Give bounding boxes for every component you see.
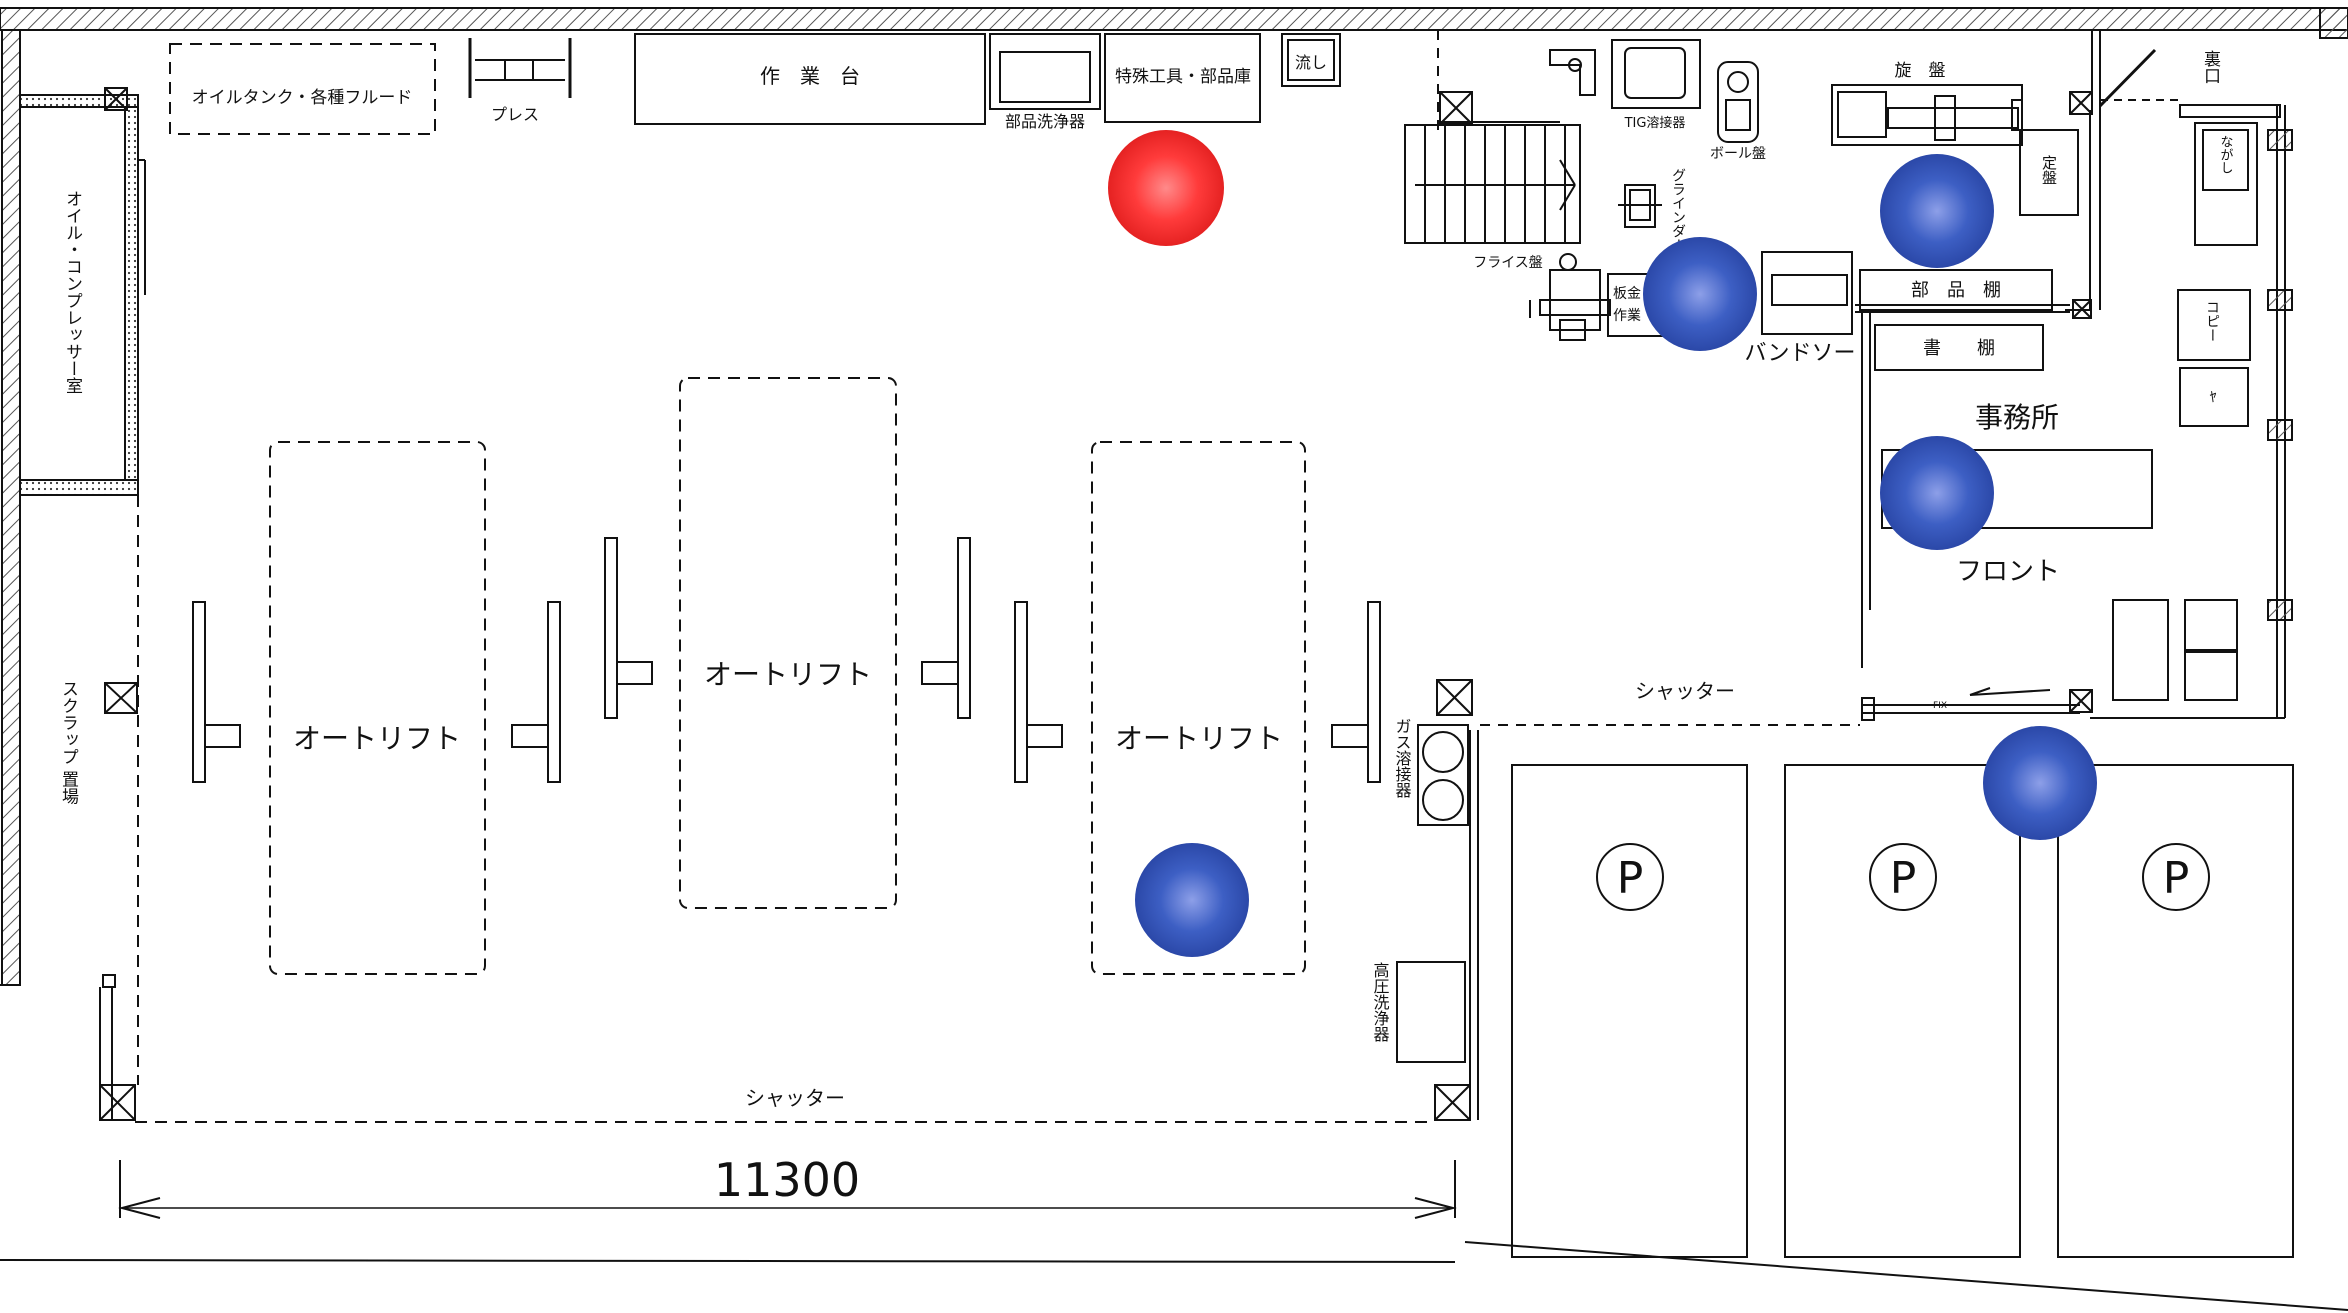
drill-press	[1717, 61, 1759, 143]
left-wall	[1, 29, 21, 986]
parking-space-3	[2057, 764, 2294, 1258]
copy-label: コピー	[2204, 300, 2220, 342]
front-label: フロント	[1956, 557, 2060, 587]
right-wall	[2319, 7, 2348, 39]
marker-lift-3[interactable]	[1135, 843, 1249, 957]
top-wall	[0, 7, 2348, 31]
parts-shelf	[1859, 269, 2053, 311]
marker-special-tools[interactable]	[1108, 130, 1224, 246]
stairs	[1404, 124, 1581, 244]
grinder-label: グラインダー	[1670, 168, 1686, 252]
lift-arms	[192, 537, 1381, 783]
sofa-seat-top	[2184, 599, 2238, 651]
lathe-label: 旋 盤	[1895, 61, 1946, 81]
scrap-area-label: スクラップ 置場	[58, 680, 79, 805]
press-label: プレス	[491, 105, 539, 124]
parking-space-2	[1784, 764, 2021, 1258]
surface-plate	[2019, 129, 2079, 216]
sink	[1281, 33, 1341, 87]
oil-tank-box	[169, 43, 436, 135]
lift-1-label: オートリフト	[293, 722, 461, 755]
marker-parking-entrance[interactable]	[1983, 726, 2097, 840]
parking-space-1	[1511, 764, 1748, 1258]
workbench-label: 作 業 台	[760, 64, 860, 88]
oil-compressor-room-label: オイル・コンプレッサー室	[62, 190, 82, 394]
fax-label: ﾔ	[2210, 390, 2217, 406]
book-shelf-label: 書 棚	[1923, 338, 1995, 359]
sink-label: 流し	[1295, 53, 1327, 72]
gas-welder	[1417, 724, 1469, 826]
book-shelf	[1874, 324, 2044, 371]
lift-2	[679, 377, 897, 909]
bandsaw	[1761, 251, 1853, 335]
tig-welder-label: TIG溶接器	[1624, 115, 1686, 131]
milling-label: フライス盤	[1473, 255, 1543, 271]
parking-1-label: P	[1617, 853, 1644, 904]
milling-machine	[1529, 253, 1611, 341]
lift-2-label: オートリフト	[704, 658, 872, 691]
gas-welder-label: ガス溶接器	[1393, 718, 1412, 798]
fax-machine	[2179, 367, 2249, 427]
sofa-single	[2112, 599, 2169, 701]
sofa-seat-bottom	[2184, 651, 2238, 701]
lift-3	[1091, 441, 1306, 975]
tig-welder	[1611, 39, 1701, 109]
nagashi-label: ながし	[2218, 135, 2234, 174]
press-machine	[468, 38, 572, 98]
parking-2-label: P	[1890, 853, 1917, 904]
high-pressure-washer	[1396, 961, 1466, 1063]
marker-grinder[interactable]	[1643, 237, 1757, 351]
special-tools-label: 特殊工具・部品庫	[1115, 67, 1251, 87]
parts-washer	[989, 33, 1101, 110]
fix-label: FIX	[1933, 701, 1947, 711]
surface-plate-label: 定盤	[2040, 155, 2058, 185]
back-door-label: 裏口	[2200, 49, 2221, 84]
oil-tank-label: オイルタンク・各種フルード	[192, 88, 413, 108]
nagashi-basin	[2194, 122, 2258, 246]
lathe	[1831, 84, 2023, 146]
marker-lathe[interactable]	[1880, 154, 1994, 268]
office-label: 事務所	[1975, 401, 2059, 434]
sheet-metal-label-2: 作業	[1613, 308, 1641, 324]
lift-1	[269, 441, 486, 975]
shutter-right-label: シャッター	[1635, 679, 1735, 703]
workbench	[634, 33, 986, 125]
marker-office-front[interactable]	[1880, 436, 1994, 550]
hp-washer-label: 高圧洗浄器	[1371, 962, 1390, 1042]
bandsaw-label: バンドソー	[1744, 341, 1855, 366]
lift-3-label: オートリフト	[1115, 722, 1283, 755]
shutter-bottom-label: シャッター	[745, 1086, 845, 1110]
drill-press-label: ボール盤	[1710, 146, 1766, 162]
special-tools-cabinet	[1104, 33, 1261, 123]
parts-washer-label: 部品洗浄器	[1005, 112, 1085, 131]
markers	[1108, 130, 2097, 957]
parking-3-label: P	[2163, 853, 2190, 904]
sheet-metal-label-1: 板金	[1613, 286, 1641, 302]
dimension-label: 11300	[714, 1153, 860, 1207]
copy-machine	[2177, 289, 2251, 361]
grinder	[1618, 184, 1662, 228]
parts-shelf-label: 部 品 棚	[1911, 280, 2001, 301]
